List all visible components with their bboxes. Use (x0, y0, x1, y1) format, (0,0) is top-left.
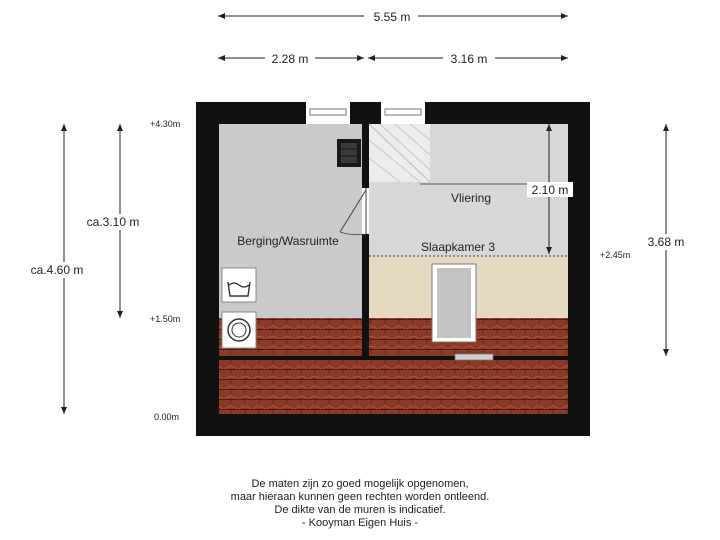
inner-wall (362, 124, 369, 356)
window-left (306, 102, 350, 124)
disclaimer-line-4: - Kooyman Eigen Huis - (301, 517, 419, 529)
wash-basin-icon (221, 267, 257, 303)
dimension-right-height: 3.68 m (640, 124, 692, 356)
left-width-label: 2.28 m (272, 52, 309, 66)
vliering-height-label: 2.10 m (532, 183, 569, 197)
disclaimer: De maten zijn zo goed mogelijk opgenomen… (0, 478, 720, 530)
inner-height-label: ca.3.10 m (87, 215, 140, 229)
door (339, 188, 369, 236)
dimension-inner-height: ca.3.10 m (82, 124, 144, 318)
level-top-label: +4.30m (150, 119, 180, 129)
left-height-label: ca.4.60 m (31, 263, 84, 277)
dimension-left-width: 2.28 m (218, 51, 364, 66)
room-slaapkamer-label: Slaapkamer 3 (421, 240, 495, 254)
dimension-vliering-height: 2.10 m (527, 124, 573, 254)
right-height-label: 3.68 m (648, 235, 685, 249)
room-vliering-label: Vliering (451, 191, 491, 205)
dimension-left-height: ca.4.60 m (26, 124, 88, 414)
lower-wall (219, 356, 568, 360)
window-right (381, 102, 425, 124)
roof-tiles-bottom (219, 360, 568, 414)
disclaimer-line-2: maar hieraan kunnen geen rechten worden … (230, 491, 490, 503)
roof-window-bottom (454, 353, 494, 361)
dimension-total-width: 5.55 m (218, 9, 568, 24)
disclaimer-line-1: De maten zijn zo goed mogelijk opgenomen… (251, 478, 469, 490)
level-right-label: +2.45m (600, 250, 630, 260)
level-floor-label: 0.00m (154, 412, 179, 422)
disclaimer-line-3: De dikte van de muren is indicatief. (274, 504, 446, 516)
total-width-label: 5.55 m (374, 10, 411, 24)
washing-machine-icon (221, 311, 257, 349)
dimension-right-width: 3.16 m (368, 51, 568, 66)
room-berging-label: Berging/Wasruimte (237, 234, 339, 248)
level-mid-label: +1.50m (150, 314, 180, 324)
right-width-label: 3.16 m (451, 52, 488, 66)
staircase (368, 123, 528, 185)
